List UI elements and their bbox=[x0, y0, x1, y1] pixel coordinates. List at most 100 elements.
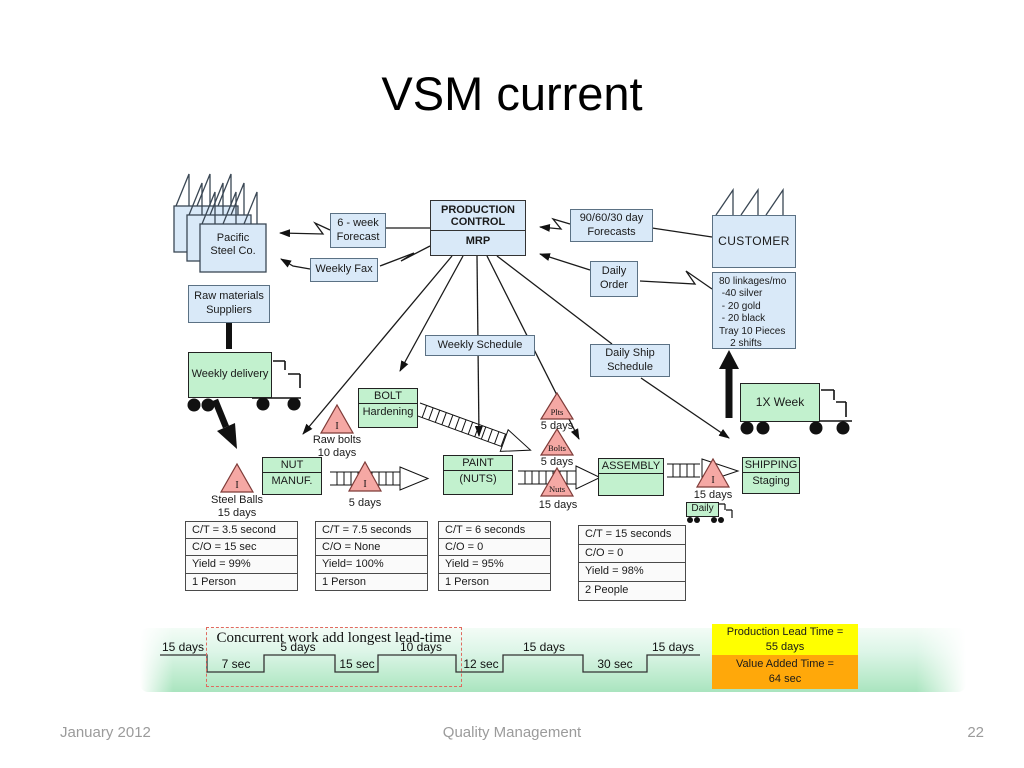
push-arrow-bolt-diagonal bbox=[415, 402, 532, 452]
footer-center: Quality Management bbox=[442, 724, 582, 741]
data-cell: C/T = 6 seconds bbox=[438, 520, 551, 540]
shipping-process: SHIPPING Staging bbox=[742, 457, 800, 494]
one-x-week-truck-icon bbox=[740, 389, 852, 435]
timeline-label-8: 30 sec bbox=[597, 657, 633, 671]
production-lead-time-box: Production Lead Time = 55 days bbox=[712, 624, 858, 655]
nut-manuf-process: NUT MANUF. bbox=[262, 457, 322, 495]
daily-truck: Daily bbox=[686, 502, 719, 517]
inventory-triangle-symbols: I I I Plts Bolts Nuts I bbox=[235, 407, 714, 494]
paint-process: PAINT (NUTS) bbox=[443, 455, 513, 495]
one-x-week-truck: 1X Week bbox=[740, 383, 820, 422]
pacific-steel-label: Pacific Steel Co. bbox=[210, 232, 256, 257]
process-data-box-1: C/T = 3.5 second C/O = 15 sec Yield = 99… bbox=[185, 520, 298, 592]
page-title: VSM current bbox=[381, 67, 643, 120]
data-cell: Yield= 100% bbox=[315, 555, 428, 574]
data-cell: C/O = None bbox=[315, 538, 428, 557]
daily-order-box: Daily Order bbox=[590, 261, 638, 297]
timeline-label-4: 15 sec bbox=[339, 657, 375, 671]
data-cell: 2 People bbox=[578, 581, 686, 602]
data-cell: C/O = 15 sec bbox=[185, 538, 298, 557]
svg-text:Bolts: Bolts bbox=[548, 443, 566, 453]
customer-factory-icon bbox=[715, 187, 784, 216]
daily-truck-icon bbox=[687, 503, 733, 523]
concurrent-annotation-box bbox=[206, 627, 462, 687]
svg-text:I: I bbox=[235, 480, 238, 491]
bolt-process-header: BOLT bbox=[359, 389, 417, 404]
data-cell: Yield = 99% bbox=[185, 555, 298, 574]
inventory-label-bolts: 5 days bbox=[540, 456, 574, 468]
inventory-triangle-raw-bolts bbox=[319, 403, 355, 434]
inventory-triangles bbox=[219, 391, 731, 497]
process-data-box-3: C/T = 6 seconds C/O = 0 Yield = 95% 1 Pe… bbox=[438, 520, 551, 592]
shipping-process-body: Staging bbox=[752, 475, 790, 487]
assembly-process-header: ASSEMBLY bbox=[599, 459, 663, 474]
nut-process-body: MANUF. bbox=[271, 475, 313, 487]
data-cell: 1 Person bbox=[185, 572, 298, 592]
information-flow-arrows bbox=[279, 217, 713, 290]
footer-page-number: 22 bbox=[967, 724, 984, 741]
svg-text:I: I bbox=[711, 475, 714, 486]
data-cell: C/T = 3.5 second bbox=[185, 520, 298, 540]
concurrent-annotation-text: Concurrent work add longest lead-time bbox=[216, 630, 452, 646]
timeline-label-5: 10 days bbox=[399, 640, 443, 654]
timeline-label-2: 7 sec bbox=[221, 657, 251, 671]
six-week-forecast-box: 6 - week Forecast bbox=[330, 213, 386, 248]
paint-process-body: (NUTS) bbox=[459, 473, 497, 485]
inventory-label-finished: 15 days bbox=[693, 489, 733, 501]
assembly-process: ASSEMBLY bbox=[598, 458, 664, 496]
data-cell: 1 Person bbox=[315, 572, 428, 592]
weekly-fax-box: Weekly Fax bbox=[310, 258, 378, 282]
weekly-schedule-box: Weekly Schedule bbox=[425, 335, 535, 356]
timeline-label-7: 15 days bbox=[522, 640, 566, 654]
timeline-label-6: 12 sec bbox=[463, 657, 499, 671]
customer-box: CUSTOMER bbox=[712, 215, 796, 268]
bolt-hardening-process: BOLT Hardening bbox=[358, 388, 418, 428]
production-control-label: PRODUCTION CONTROL bbox=[431, 201, 525, 231]
inventory-label-steel-balls: Steel Balls 15 days bbox=[211, 494, 263, 519]
bolt-process-body: Hardening bbox=[362, 406, 414, 418]
data-cell: 1 Person bbox=[438, 572, 551, 592]
process-data-box-4: C/T = 15 seconds C/O = 0 Yield = 98% 2 P… bbox=[578, 524, 686, 602]
svg-text:I: I bbox=[335, 421, 338, 432]
footer-date: January 2012 bbox=[60, 724, 151, 741]
svg-text:Nuts: Nuts bbox=[549, 484, 565, 494]
mrp-label: MRP bbox=[465, 235, 491, 247]
inventory-triangle-bolts bbox=[539, 427, 575, 456]
data-cell: C/T = 7.5 seconds bbox=[315, 520, 428, 540]
inventory-label-raw-bolts: Raw bolts 10 days bbox=[312, 434, 362, 459]
nut-process-header: NUT bbox=[263, 458, 321, 473]
demand-details-box: 80 linkages/mo -40 silver - 20 gold - 20… bbox=[712, 272, 796, 349]
timeline-label-3: 5 days bbox=[280, 640, 316, 654]
inventory-label-nut-paint: 5 days bbox=[348, 497, 382, 509]
inventory-triangle-finished bbox=[695, 457, 731, 488]
raw-materials-box: Raw materials Suppliers bbox=[188, 285, 270, 323]
inventory-label-plts: 5 days bbox=[540, 420, 574, 432]
timeline-line bbox=[160, 654, 700, 673]
svg-text:Plts: Plts bbox=[551, 407, 564, 417]
value-added-time-box: Value Added Time = 64 sec bbox=[712, 655, 858, 689]
inventory-triangle-steel-balls bbox=[219, 462, 255, 493]
assembly-process-body bbox=[599, 474, 663, 476]
production-control-box: PRODUCTION CONTROL MRP bbox=[430, 200, 526, 256]
paint-process-header: PAINT bbox=[444, 456, 512, 471]
data-cell: C/O = 0 bbox=[438, 538, 551, 557]
inventory-triangle-plts bbox=[539, 391, 575, 420]
weekly-delivery-truck-icon bbox=[187, 360, 301, 412]
data-cell: C/T = 15 seconds bbox=[578, 524, 686, 545]
shipping-process-header: SHIPPING bbox=[743, 459, 799, 473]
timeline-label-9: 15 days bbox=[651, 640, 695, 654]
forecasts-box: 90/60/30 day Forecasts bbox=[570, 209, 653, 242]
daily-ship-schedule-box: Daily Ship Schedule bbox=[590, 344, 670, 377]
weekly-delivery-truck: Weekly delivery bbox=[188, 352, 272, 398]
data-cell: Yield = 95% bbox=[438, 555, 551, 574]
svg-text:I: I bbox=[363, 479, 366, 490]
timeline-label-1: 15 days bbox=[161, 640, 205, 654]
inventory-triangle-nut-paint bbox=[347, 460, 383, 492]
supplier-factory-icon bbox=[173, 173, 267, 273]
process-data-box-2: C/T = 7.5 seconds C/O = None Yield= 100%… bbox=[315, 520, 428, 592]
inventory-triangle-nuts bbox=[539, 466, 575, 497]
material-flow-thick-arrows bbox=[211, 321, 739, 449]
data-cell: Yield = 98% bbox=[578, 562, 686, 583]
